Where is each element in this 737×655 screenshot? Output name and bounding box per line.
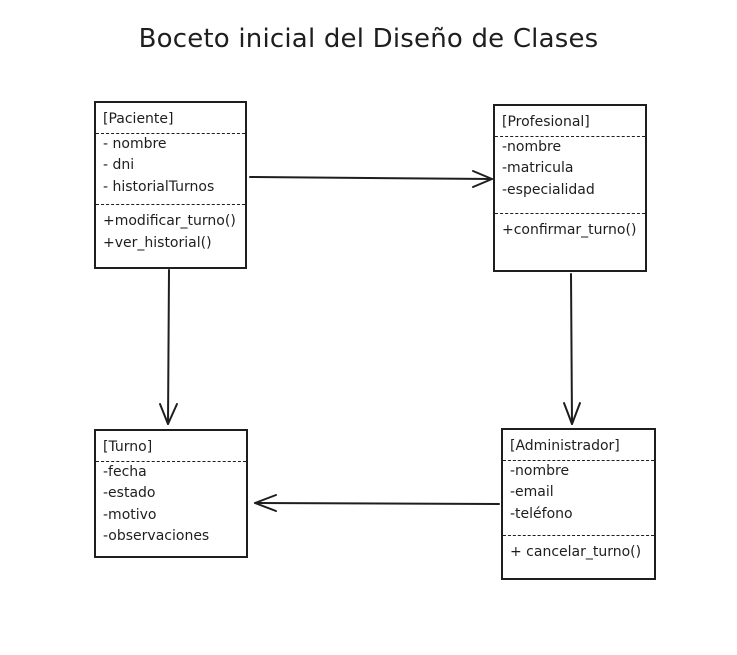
arrow-profesional-to-administrador	[563, 273, 581, 425]
attribute: -observaciones	[103, 528, 210, 544]
attributes: - nombre - dni - historialTurnos	[96, 134, 245, 199]
attribute: -estado	[103, 485, 156, 501]
attribute: -teléfono	[510, 505, 573, 522]
divider	[503, 535, 654, 536]
class-name: [Paciente]	[103, 111, 174, 127]
attributes: -fecha -estado -motivo -observaciones	[96, 462, 246, 548]
divider	[96, 204, 245, 205]
attribute: - dni	[103, 157, 135, 173]
attributes: -nombre -email -teléfono	[503, 461, 654, 526]
class-name: [Profesional]	[502, 114, 590, 130]
operation: +modificar_turno()	[103, 213, 236, 229]
class-profesional: [Profesional] -nombre -matricula -especi…	[493, 104, 647, 272]
attribute: - historialTurnos	[103, 178, 215, 195]
attribute: -motivo	[103, 506, 157, 523]
operations: +confirmar_turno()	[495, 214, 645, 242]
class-name: [Turno]	[103, 439, 153, 455]
class-name: [Administrador]	[510, 438, 620, 454]
divider	[96, 460, 246, 462]
attribute: -especialidad	[502, 181, 595, 198]
attribute: -fecha	[103, 463, 147, 480]
divider	[495, 213, 645, 214]
divider	[503, 459, 654, 461]
attributes: -nombre -matricula -especialidad	[495, 137, 645, 202]
class-turno: [Turno] -fecha -estado -motivo -observac…	[94, 429, 248, 558]
operation: +ver_historial()	[103, 234, 212, 251]
divider	[495, 135, 645, 137]
divider	[96, 132, 245, 134]
attribute: -nombre	[510, 462, 570, 479]
operation: + cancelar_turno()	[510, 544, 642, 560]
diagram-title: Boceto inicial del Diseño de Clases	[138, 24, 599, 54]
attribute: - nombre	[103, 135, 167, 152]
attribute: -matricula	[502, 160, 574, 176]
arrow-administrador-to-turno	[254, 494, 500, 512]
operations: + cancelar_turno()	[503, 536, 654, 564]
arrow-paciente-to-turno	[159, 269, 178, 425]
attribute: -email	[510, 484, 554, 500]
operations: +modificar_turno() +ver_historial()	[96, 205, 245, 254]
class-paciente: [Paciente] - nombre - dni - historialTur…	[94, 101, 247, 269]
arrow-paciente-to-profesional	[249, 170, 493, 188]
operation: +confirmar_turno()	[502, 222, 637, 238]
attribute: -nombre	[502, 138, 562, 155]
class-administrador: [Administrador] -nombre -email -teléfono…	[501, 428, 656, 580]
